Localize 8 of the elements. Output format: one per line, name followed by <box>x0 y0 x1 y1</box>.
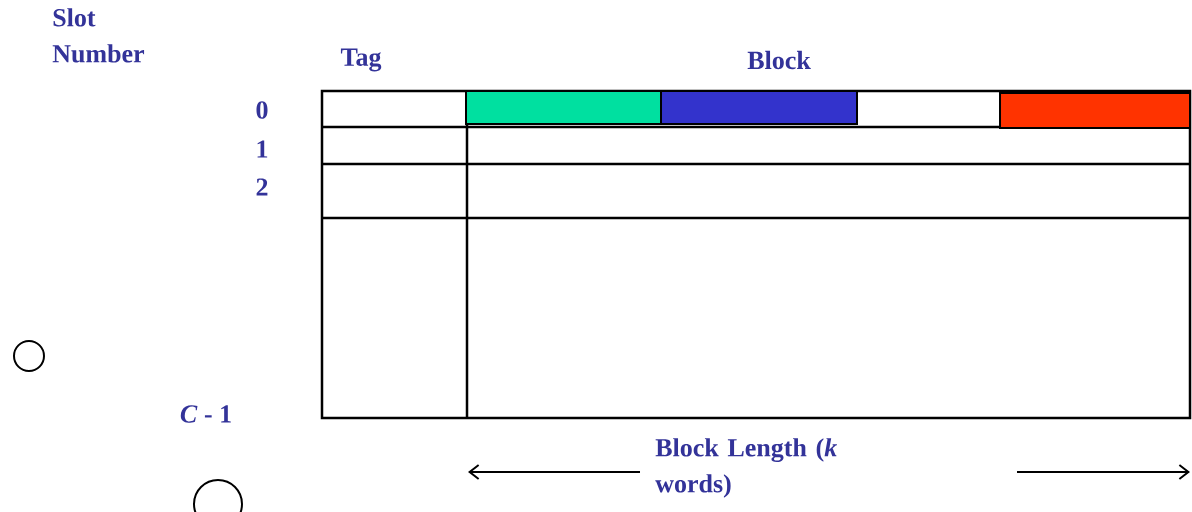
row-number: C - 1 <box>180 405 231 423</box>
row-number: 0 <box>256 101 268 119</box>
column-heading: Tag <box>340 48 382 72</box>
row-number: 1 <box>257 140 268 158</box>
column-heading: Block <box>747 50 811 70</box>
dimension-label: Block Length (k words) <box>655 438 837 498</box>
slot-number-heading: Slot Number <box>52 8 145 63</box>
row-number: 2 <box>256 178 268 196</box>
